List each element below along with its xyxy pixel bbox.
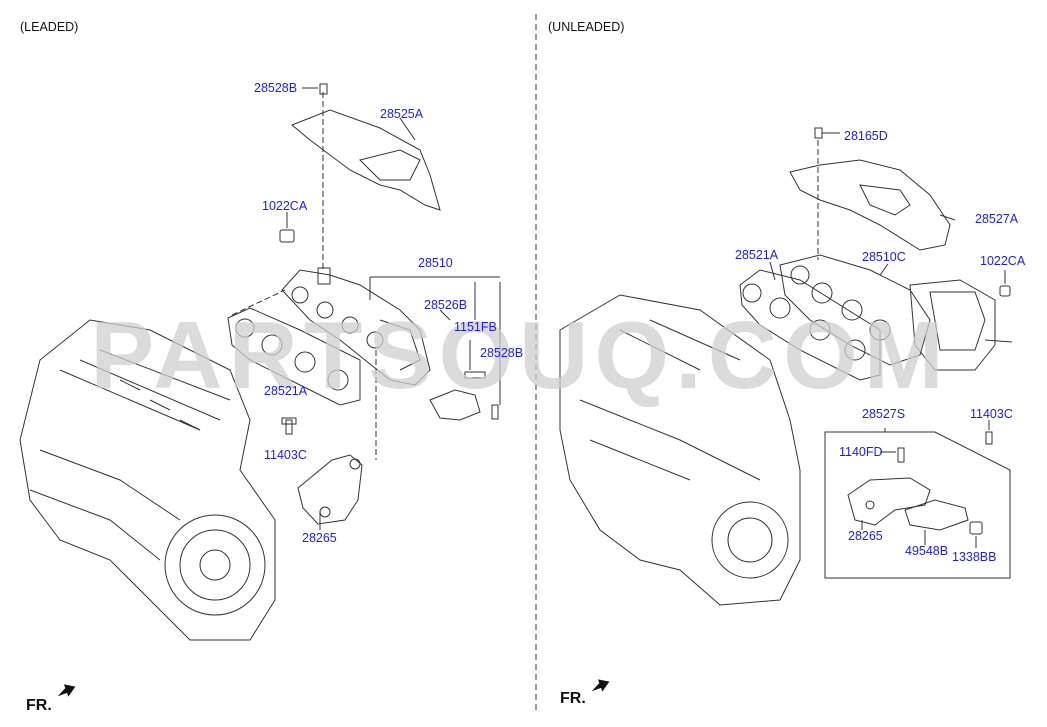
part-label-28510[interactable]: 28510 xyxy=(418,256,453,270)
part-label-28525A[interactable]: 28525A xyxy=(380,107,424,121)
part-label-1338BB[interactable]: 1338BB xyxy=(952,550,997,564)
gasket-right xyxy=(739,269,881,381)
heat-shield-left xyxy=(291,92,441,270)
engine-block-right xyxy=(559,294,801,606)
part-label-28528B-side[interactable]: 28528B xyxy=(480,346,524,360)
section-title-unleaded: (UNLEADED) xyxy=(548,20,625,34)
manifold-catalyst-right xyxy=(779,254,1013,371)
part-label-11403C-left[interactable]: 11403C xyxy=(264,448,307,462)
part-label-1140FD[interactable]: 1140FD xyxy=(839,445,883,459)
exhaust-manifold-left xyxy=(281,267,431,386)
part-label-28521A-left[interactable]: 28521A xyxy=(264,384,308,398)
part-label-28265-right[interactable]: 28265 xyxy=(848,529,883,543)
watermark: PARTSOUQ.COM xyxy=(90,302,950,409)
part-label-28527S[interactable]: 28527S xyxy=(862,407,906,421)
part-label-28526B[interactable]: 28526B xyxy=(424,298,468,312)
part-label-1022CA-right[interactable]: 1022CA xyxy=(980,254,1026,268)
part-label-28510C[interactable]: 28510C xyxy=(862,250,906,264)
part-label-28527A[interactable]: 28527A xyxy=(975,212,1019,226)
engine-block-left xyxy=(19,319,276,641)
part-label-49548B[interactable]: 49548B xyxy=(905,544,949,558)
part-label-28521A-right[interactable]: 28521A xyxy=(735,248,779,262)
section-title-leaded: (LEADED) xyxy=(20,20,79,34)
part-label-28265-left[interactable]: 28265 xyxy=(302,531,337,545)
part-label-1151FB[interactable]: 1151FB xyxy=(454,320,497,334)
part-label-11403C-right[interactable]: 11403C xyxy=(970,407,1013,421)
heat-shield-right xyxy=(789,140,951,260)
bracket-kit-box xyxy=(824,431,1011,579)
front-arrow-icon-left xyxy=(57,684,76,697)
part-label-28528B-top[interactable]: 28528B xyxy=(254,81,298,95)
front-marker-left: FR. xyxy=(26,697,52,714)
part-label-1022CA-left[interactable]: 1022CA xyxy=(262,199,308,213)
front-arrow-icon-right xyxy=(591,679,610,692)
part-label-28165D[interactable]: 28165D xyxy=(844,129,888,143)
bracket-small-left xyxy=(429,389,481,421)
gasket-left xyxy=(227,307,361,406)
engine-bracket-left xyxy=(297,454,363,525)
front-marker-right: FR. xyxy=(560,690,586,707)
